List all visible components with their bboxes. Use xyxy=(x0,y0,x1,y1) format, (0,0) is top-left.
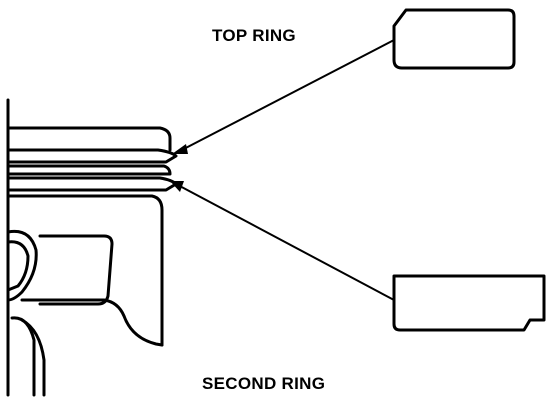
top-ring-leader xyxy=(178,40,394,152)
piston-skirt xyxy=(8,196,162,345)
boss-window xyxy=(40,236,112,304)
piston-crown xyxy=(8,128,170,150)
pin-boss xyxy=(8,231,36,300)
top-ring-groove xyxy=(8,150,176,162)
second-land xyxy=(8,166,170,174)
pin-boss-inner xyxy=(8,242,28,290)
skirt-curve xyxy=(22,300,162,345)
connecting-rod xyxy=(12,318,34,395)
second-ring-label: SECOND RING xyxy=(202,374,326,393)
piston xyxy=(8,100,176,395)
second-ring-groove xyxy=(8,178,176,190)
top-ring-arrowhead xyxy=(172,144,188,154)
top-ring-section xyxy=(394,10,514,68)
second-ring-leader xyxy=(176,184,394,300)
second-ring-arrowhead xyxy=(170,181,184,192)
connecting-rod-inner xyxy=(22,320,44,395)
second-ring-section xyxy=(394,276,544,330)
top-ring-label: TOP RING xyxy=(212,26,296,45)
